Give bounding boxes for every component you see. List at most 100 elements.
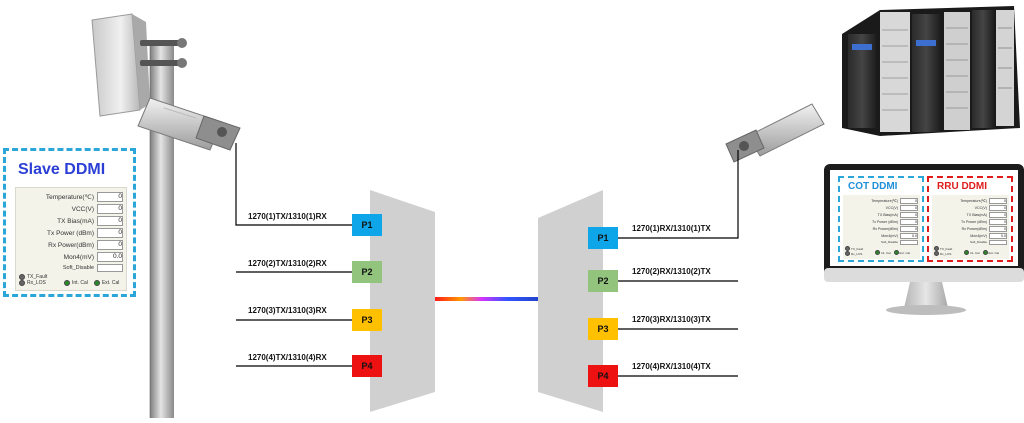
led-icon [845, 246, 850, 251]
rru-ddmi-readout: Temperature(℃) 0 VCC(V) 0 TX Bias(mA) 0 … [932, 195, 1009, 259]
row-label: Rx Power(dBm) [48, 241, 94, 249]
rru-row-tx-bias: TX Bias(mA) 0 [932, 211, 1007, 218]
radio-label: Ext. Cal [988, 250, 1000, 255]
row-label: TX Bias(mA) [877, 212, 898, 217]
row-label: VCC(V) [71, 205, 94, 213]
radio-label: Int. Cal [881, 250, 891, 255]
row-label: VCC(V) [885, 205, 898, 210]
slave-row-tx-power: Tx Power (dBm) 0 [16, 227, 123, 239]
ext-cal-radio[interactable]: Ext. Cal [93, 280, 119, 286]
right-multiplexer [538, 190, 603, 412]
tx-fault-indicator: TX_Fault [934, 246, 952, 251]
left-port-p4: P4 [352, 355, 382, 377]
slave-cal-options: Int. Cal Ext. Cal [64, 280, 119, 286]
radio-icon [964, 250, 969, 255]
port-label: P1 [597, 233, 609, 243]
row-value: 0 [900, 225, 918, 232]
rx-los-indicator: Rx_LOS [934, 251, 952, 256]
port-label: P1 [361, 220, 373, 230]
row-value: 0 [900, 211, 918, 218]
row-value: 0 [900, 218, 918, 225]
row-value: 0 [97, 192, 123, 202]
radio-icon [893, 250, 899, 255]
left-channel-label-3: 1270(3)TX/1310(3)RX [248, 306, 327, 315]
row-value: 0 [97, 216, 123, 226]
utility-pole [149, 40, 174, 418]
row-label: Rx Power(dBm) [872, 226, 898, 231]
tx-fault-indicator: TX_Fault [19, 274, 47, 280]
row-label: Soft_Disable [969, 240, 987, 244]
radio-icon [875, 250, 880, 255]
indicator-label: TX_Fault [940, 246, 953, 251]
left-channel-label-4: 1270(4)TX/1310(4)RX [248, 353, 327, 362]
slave-row-tx-bias: TX Bias(mA) 0 [16, 215, 123, 227]
rru-cal-options: Int. Cal Ext. Cal [964, 250, 999, 255]
soft-disable-field[interactable] [989, 239, 1007, 245]
soft-disable-field[interactable] [900, 239, 918, 245]
row-label: Mon4(mV) [881, 233, 898, 238]
port-label: P4 [361, 361, 373, 371]
rru-ddmi-panel: RRU DDMI Temperature(℃) 0 VCC(V) 0 TX Bi… [927, 176, 1013, 262]
row-label: Soft_Disable [880, 240, 898, 244]
ext-cal-radio[interactable]: Ext. Cal [893, 250, 911, 255]
int-cal-radio[interactable]: Int. Cal [875, 250, 891, 255]
rru-status-indicators: TX_Fault Rx_LOS [934, 246, 952, 256]
rru-row-temperature: Temperature(℃) 0 [932, 197, 1007, 204]
cot-row-tx-bias: TX Bias(mA) 0 [843, 211, 918, 218]
slave-row-temperature: Temperature(℃) 0 [16, 191, 123, 203]
radio-icon [982, 250, 988, 255]
radio-icon [64, 280, 70, 286]
cot-ddmi-panel: COT DDMI Temperature(℃) 0 VCC(V) 0 TX Bi… [838, 176, 924, 262]
row-value: 0 [900, 197, 918, 204]
row-label: TX Bias(mA) [57, 217, 94, 225]
indicator-label: TX_Fault [851, 246, 864, 251]
row-label: Tx Power (dBm) [961, 219, 987, 224]
row-label: Tx Power (dBm) [872, 219, 898, 224]
radio-label: Int. Cal [970, 250, 980, 255]
led-icon [19, 280, 25, 286]
row-value: 0 [989, 204, 1007, 211]
radio-icon [93, 280, 100, 286]
sfp-module-right [725, 103, 825, 163]
cot-row-rx-power: Rx Power(dBm) 0 [843, 225, 918, 232]
row-value: 0 [989, 225, 1007, 232]
rru-row-rx-power: Rx Power(dBm) 0 [932, 225, 1007, 232]
cot-ddmi-readout: Temperature(℃) 0 VCC(V) 0 TX Bias(mA) 0 … [843, 195, 920, 259]
cot-cal-options: Int. Cal Ext. Cal [875, 250, 910, 255]
cot-ddmi-title: COT DDMI [848, 181, 898, 192]
left-port-p1: P1 [352, 214, 382, 236]
slave-status-indicators: TX_Fault Rx_LOS [19, 274, 47, 286]
rru-row-soft-disable: Soft_Disable [932, 239, 1007, 245]
left-multiplexer [370, 190, 435, 412]
radio-label: Ext. Cal [899, 250, 911, 255]
indicator-label: TX_Fault [27, 274, 48, 280]
port-label: P2 [597, 276, 609, 286]
right-port-p2: P2 [588, 270, 618, 292]
cot-status-indicators: TX_Fault Rx_LOS [845, 246, 863, 256]
row-value: 0.0 [900, 232, 918, 239]
indicator-label: Rx_LOS [27, 280, 46, 286]
rru-row-tx-power: Tx Power (dBm) 0 [932, 218, 1007, 225]
row-value: 0 [900, 204, 918, 211]
row-label: Rx Power(dBm) [961, 226, 987, 231]
cot-row-temperature: Temperature(℃) 0 [843, 197, 918, 204]
rx-los-indicator: Rx_LOS [845, 251, 863, 256]
row-value: 0 [989, 218, 1007, 225]
row-label: VCC(V) [974, 205, 987, 210]
cot-row-vcc: VCC(V) 0 [843, 204, 918, 211]
soft-disable-field[interactable] [97, 264, 123, 272]
int-cal-radio[interactable]: Int. Cal [64, 280, 88, 286]
row-value: 0 [97, 240, 123, 250]
row-label: Mon4(mV) [970, 233, 987, 238]
led-icon [934, 251, 939, 256]
int-cal-radio[interactable]: Int. Cal [964, 250, 980, 255]
tx-fault-indicator: TX_Fault [845, 246, 863, 251]
left-port-p3: P3 [352, 309, 382, 331]
left-port-p2: P2 [352, 261, 382, 283]
rru-radio-unit [91, 13, 187, 117]
ext-cal-radio[interactable]: Ext. Cal [982, 250, 1000, 255]
row-label: Temperature(℃) [45, 194, 94, 201]
slave-ddmi-readout: Temperature(℃) 0 VCC(V) 0 TX Bias(mA) 0 … [15, 187, 127, 291]
fiber-lines [235, 143, 739, 377]
